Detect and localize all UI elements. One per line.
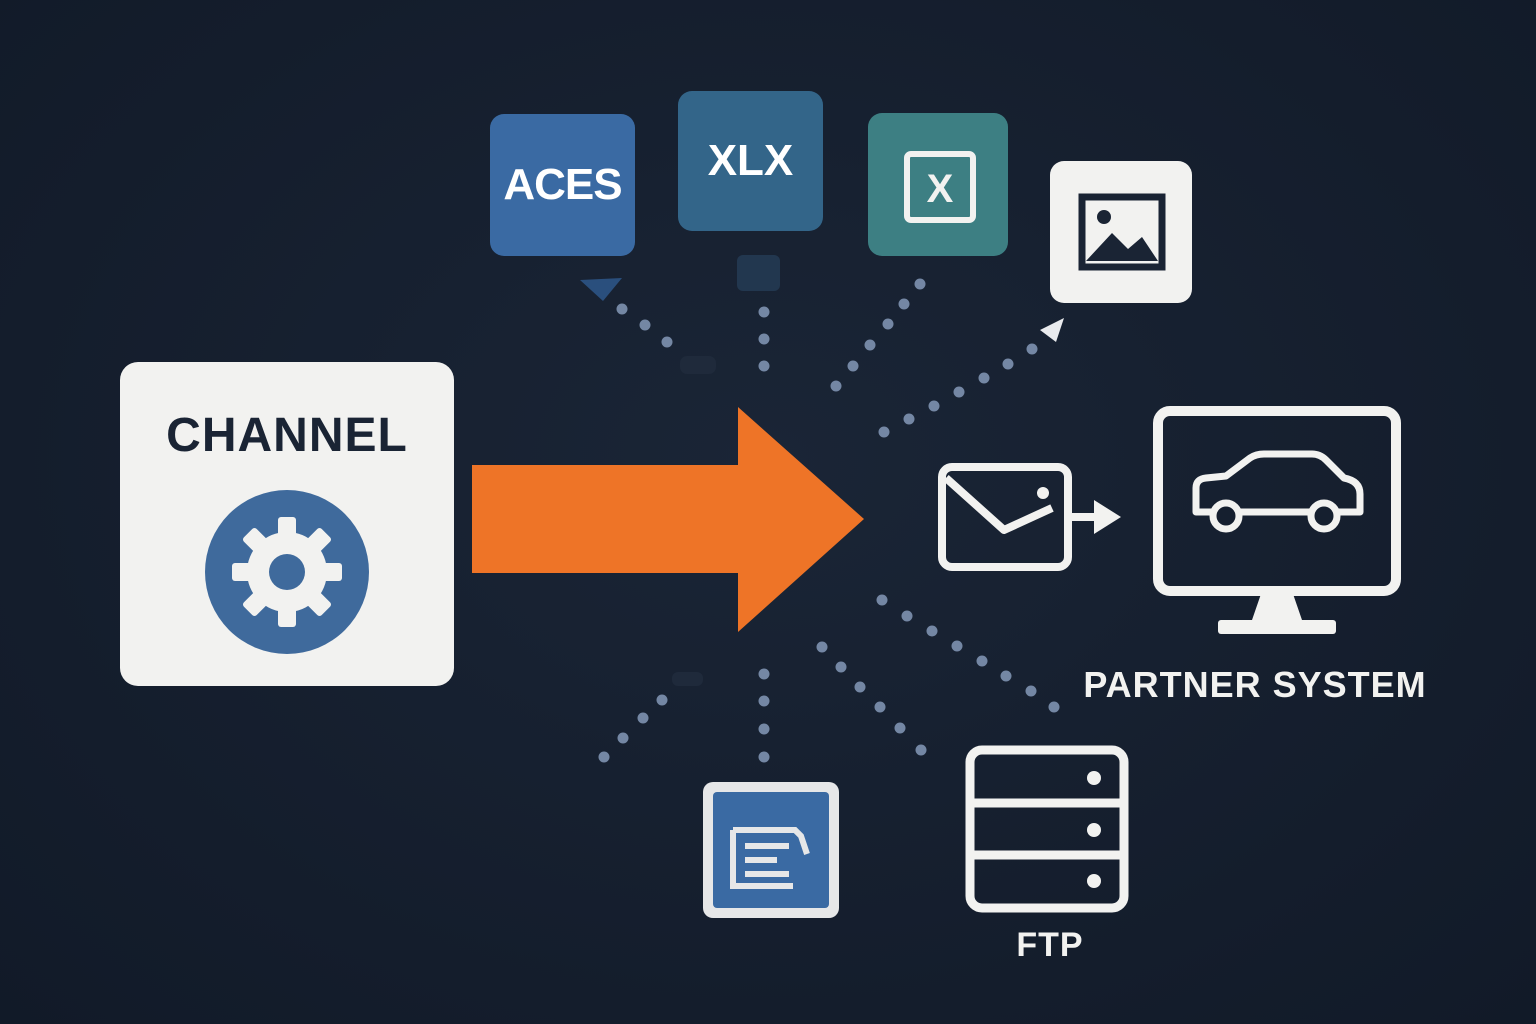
pointer-image	[1040, 318, 1064, 342]
excel-icon: X	[904, 151, 976, 223]
aces-label: ACES	[503, 160, 622, 209]
dotted-connector-xlx	[737, 255, 780, 372]
image-tile	[1050, 161, 1192, 303]
main-arrow	[472, 407, 864, 632]
pointer-xlx	[737, 255, 780, 291]
excel-glyph: X	[927, 167, 954, 211]
faded-node-bottom	[672, 672, 703, 686]
document-icon	[713, 792, 829, 908]
excel-tile: X	[868, 113, 1008, 256]
channel-title: CHANNEL	[166, 409, 408, 462]
dotted-connector-image	[878, 318, 1064, 438]
aces-tile: ACES	[490, 114, 635, 256]
partner-system-label: PARTNER SYSTEM	[1083, 664, 1427, 705]
xlx-tile: XLX	[678, 91, 823, 231]
xlx-label: XLX	[707, 136, 794, 185]
document-tile	[703, 782, 839, 918]
dotted-connector-document	[758, 668, 770, 763]
image-icon	[1078, 193, 1166, 271]
ftp-label: FTP	[1016, 926, 1084, 964]
dotted-connector-lower-left	[598, 672, 703, 763]
pointer-aces	[580, 278, 622, 301]
faded-node-top	[680, 356, 716, 374]
dotted-connector-partner-lower	[876, 594, 1060, 713]
dotted-connector-excel	[830, 278, 926, 392]
dotted-connector-ftp	[816, 641, 927, 756]
dotted-connector-aces	[580, 278, 716, 374]
